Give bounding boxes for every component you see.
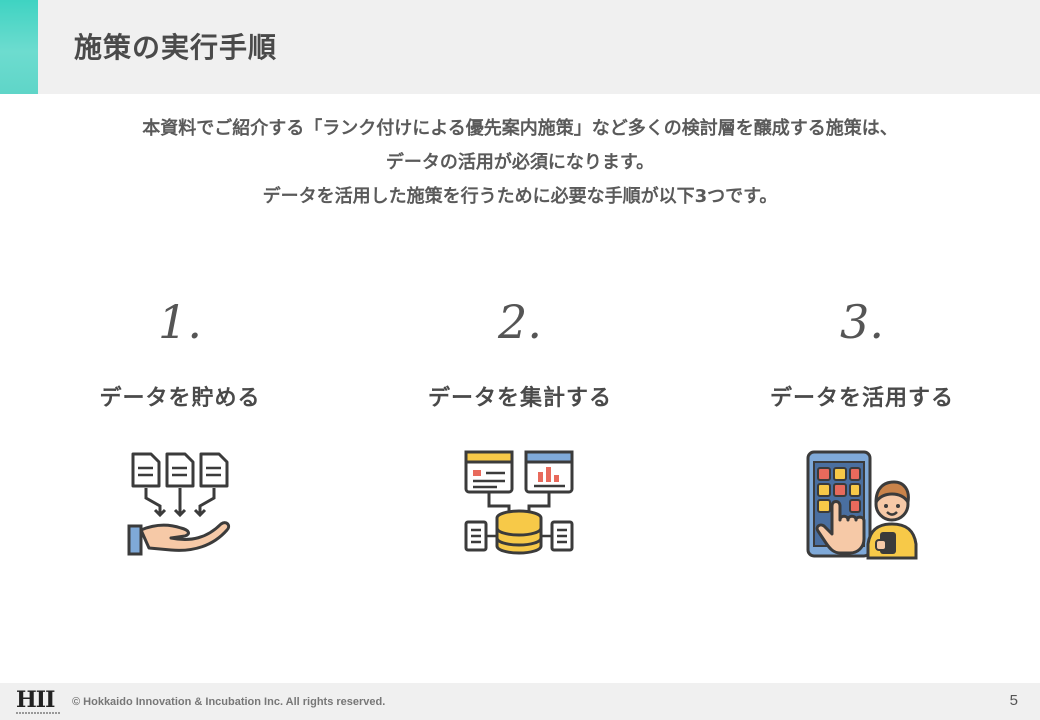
intro-line-2: データの活用が必須になります。 (385, 152, 655, 173)
dashboards-database-icon (370, 448, 670, 564)
intro-line-3: データを活用した施策を行うために必要な手順が以下3つです。 (262, 186, 778, 207)
step-number: 3. (840, 295, 884, 349)
accent-bar (0, 0, 38, 94)
slide-header: 施策の実行手順 (0, 0, 1040, 94)
step-1: 1. データを貯める (30, 290, 330, 562)
logo-subtitle-mark (16, 712, 60, 714)
step-label: データを集計する (427, 386, 612, 411)
slide-footer: HII © Hokkaido Innovation & Incubation I… (0, 683, 1040, 720)
company-logo: HII (16, 687, 55, 713)
copyright-text: © Hokkaido Innovation & Incubation Inc. … (72, 696, 386, 708)
documents-into-hand-icon (30, 448, 330, 562)
intro-text: 本資料でご紹介する「ランク付けによる優先案内施策」など多くの検討層を醸成する施策… (40, 112, 1000, 214)
step-3: 3. データを活用する (712, 290, 1012, 568)
intro-line-1: 本資料でご紹介する「ランク付けによる優先案内施策」など多くの検討層を醸成する施策… (142, 118, 898, 139)
step-label: データを活用する (769, 386, 954, 411)
step-label: データを貯める (99, 386, 261, 411)
tablet-app-user-icon (712, 448, 1012, 568)
step-2: 2. データを集計する (370, 290, 670, 564)
page-number: 5 (1009, 692, 1018, 709)
step-number: 1. (158, 295, 202, 349)
step-number: 2. (498, 295, 542, 349)
page-title: 施策の実行手順 (74, 31, 278, 64)
